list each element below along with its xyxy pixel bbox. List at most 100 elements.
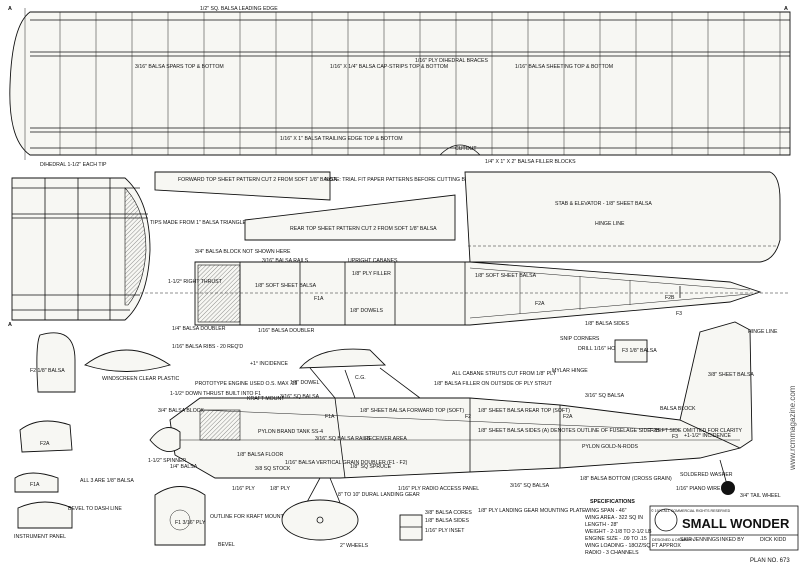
- instrument-panel-label: INSTRUMENT PANEL: [14, 534, 66, 540]
- wing-section-mark: A: [8, 6, 12, 12]
- ply-inset-label: 1/16" PLY INSET: [425, 528, 465, 534]
- part-f3-label: F3 1/8" BALSA: [622, 348, 657, 354]
- sheeting-label: 1/16" BALSA SHEETING TOP & BOTTOM: [515, 64, 613, 70]
- specifications: SPECIFICATIONS WING SPAN - 46" WING AREA…: [585, 499, 681, 556]
- tail-wheel-label: 3/4" TAIL WHEEL: [740, 493, 781, 499]
- stab-label: STAB & ELEVATOR - 1/8" SHEET BALSA: [555, 201, 652, 207]
- doubler-label: 1/4" BALSA DOUBLER: [172, 326, 226, 332]
- cg-label: C.G.: [355, 375, 366, 381]
- rear-top-pattern-label: REAR TOP SHEET PATTERN CUT 2 FROM SOFT 1…: [290, 226, 437, 232]
- sq-balsa-rails-label: 3/16" SQ BALSA RAILS: [315, 436, 371, 442]
- bevel-dash-label: BEVEL TO DASH LINE: [68, 506, 122, 512]
- designed-label: DESIGNED & DRAWN BY: [652, 538, 695, 542]
- stock-label: 3/8 SQ STOCK: [255, 466, 291, 472]
- filler-blocks-label: 1/4" X 1" X 2" BALSA FILLER BLOCKS: [485, 159, 576, 165]
- down-thrust-label: 1-1/2° DOWN THRUST BUILT INTO F1: [170, 391, 261, 397]
- outline-kraft-label: OUTLINE FOR KRAFT MOUNT: [210, 514, 285, 520]
- ply-18-label: 1/8" PLY: [270, 486, 290, 492]
- tail-incidence-label: +1-1/2° INCIDENCE: [684, 433, 731, 439]
- tip-section-mark: A: [8, 322, 12, 328]
- balsa-14-label: 1/4" BALSA: [170, 464, 198, 470]
- designer-name: SKIP JENNINGS: [680, 537, 720, 543]
- small-parts: F2 1/8" BALSA WINDSCREEN CLEAR PLASTIC F…: [14, 332, 657, 548]
- watermark-text: www.rcmmagazine.com: [788, 385, 797, 471]
- tips-label: TIPS MADE FROM 1" BALSA TRIANGLE STOCK &…: [150, 220, 311, 226]
- title-block: © 1976 ALL COMMERCIAL RIGHTS RESERVED SM…: [649, 505, 799, 564]
- part-f2-label: F2 1/8" BALSA: [30, 368, 65, 374]
- trial-fit-note: NOTE: TRIAL FIT PAPER PATTERNS BEFORE CU…: [325, 177, 530, 183]
- receiver-label: RECEIVER AREA: [365, 436, 407, 442]
- right-thrust-label: 1-1/2° RIGHT THRUST: [168, 279, 223, 285]
- copyright-label: © 1976 ALL COMMERCIAL RIGHTS RESERVED: [651, 509, 731, 513]
- trailing-edge-label: 1/16" X 1" BALSA TRAILING EDGE TOP & BOT…: [280, 136, 403, 142]
- wing-plan: A A 1/2" SQ. BALSA LEADING EDGE 3/16" BA…: [8, 6, 791, 168]
- spars-label: 3/16" BALSA SPARS TOP & BOTTOM: [135, 64, 224, 70]
- spruce-label: 1/8" SQ SPRUCE: [350, 464, 392, 470]
- plan-number: PLAN NO. 673: [750, 558, 790, 564]
- spec-line: WING SPAN - 46": [585, 508, 627, 514]
- floor-label: 1/8" BALSA FLOOR: [237, 452, 283, 458]
- mounting-plate-label: 1/8" PLY LANDING GEAR MOUNTING PLATE: [478, 508, 586, 514]
- gear-parts: 3/8" BALSA CORES 1/8" BALSA SIDES 1/16" …: [399, 508, 586, 541]
- side-rails-label: 3/16" SQ BALSA: [280, 394, 320, 400]
- gear-label: 8" TO 10" DURAL LANDING GEAR: [338, 492, 420, 498]
- ribs-label: 1/16" BALSA RIBS - 20 REQ'D: [172, 344, 243, 350]
- sheet-patterns: FORWARD TOP SHEET PATTERN CUT 2 FROM SOF…: [154, 171, 530, 241]
- spec-line: LENGTH - 28": [585, 522, 618, 528]
- specs-heading: SPECIFICATIONS: [590, 499, 635, 505]
- spec-line: WEIGHT - 2-1/8 TO 2-1/2 LB: [585, 529, 652, 535]
- upright-cabanes-label: UPRIGHT CABANES: [348, 258, 398, 264]
- fuselage-side-view: PROTOTYPE ENGINE USED O.S. MAX .15 1-1/2…: [148, 321, 781, 549]
- dihedral-tip-label: DIHEDRAL 1-1/2" EACH TIP: [40, 162, 107, 168]
- side-f2a-label: F2A: [563, 414, 573, 420]
- side-f2-label: F2: [465, 414, 471, 420]
- inked-label: INKED BY: [720, 537, 745, 543]
- top-rails-label: 3/16" BALSA RAILS: [262, 258, 309, 264]
- part-f1a-label: F1A: [30, 482, 40, 488]
- gear-sides-label: 1/8" BALSA SIDES: [425, 518, 469, 524]
- dowels-label: 1/8" DOWELS: [350, 308, 384, 314]
- cabane-struts-label: ALL CABANE STRUTS CUT FROM 1/8" PLY: [452, 371, 557, 377]
- top-f1a-label: F1A: [314, 296, 324, 302]
- side-block-label: 3/4" BALSA BLOCK: [158, 408, 204, 414]
- wing-tip-panel: TIPS MADE FROM 1" BALSA TRIANGLE STOCK &…: [8, 177, 311, 328]
- filler-label: 1/8" BALSA FILLER ON OUTSIDE OF PLY STRU…: [434, 381, 553, 387]
- ply-filler-label: 1/8" PLY FILLER: [352, 271, 391, 277]
- piano-wire-label: 1/16" PIANO WIRE: [676, 486, 721, 492]
- rcm-logo-icon: [654, 508, 678, 532]
- sheet-38-label: 3/8" SHEET BALSA: [708, 372, 754, 378]
- windscreen-label: WINDSCREEN CLEAR PLASTIC: [102, 376, 180, 382]
- snip-corners-label: SNIP CORNERS: [560, 336, 600, 342]
- side-f2b-label: F2B: [650, 428, 660, 434]
- top-f2b-label: F2B: [665, 295, 675, 301]
- part-f2a-label: F2A: [40, 441, 50, 447]
- bevel-label: BEVEL: [218, 542, 235, 548]
- side-f3-label: F3: [672, 434, 678, 440]
- top-f3-label: F3: [676, 311, 682, 317]
- spinner-label: 1-1/2" SPINNER: [148, 458, 186, 464]
- part-f1-label: F1 3/16" PLY: [175, 520, 206, 526]
- leading-edge-label: 1/2" SQ. BALSA LEADING EDGE: [200, 6, 278, 12]
- bottom-label: 1/8" BALSA BOTTOM (CROSS GRAIN): [580, 476, 672, 482]
- stab-hinge-label: HINGE LINE: [595, 221, 625, 227]
- ply-116-label: 1/16" PLY: [232, 486, 255, 492]
- cutout-label: CUTOUT: [455, 146, 477, 152]
- top-f2a-label: F2A: [535, 301, 545, 307]
- kraft-mount-label: KRAFT MOUNT: [247, 396, 285, 402]
- prototype-engine-label: PROTOTYPE ENGINE USED O.S. MAX .15: [195, 381, 297, 387]
- plan-title: SMALL WONDER: [682, 516, 790, 531]
- fuselage-top-view: 3/4" BALSA BLOCK NOT SHOWN HERE 3/16" BA…: [140, 249, 790, 350]
- top-soft-sheet-label: 1/8" SOFT SHEET BALSA: [255, 283, 317, 289]
- wheels-label: 2" WHEELS: [340, 543, 369, 549]
- doubler-vert-label: 1/16" BALSA VERTICAL GRAIN DOUBLER (F1 -…: [285, 460, 408, 466]
- spec-line: WING AREA - 322 SQ IN: [585, 515, 643, 521]
- dowel-label: 1/8" DOWEL: [290, 380, 320, 386]
- radio-access-label: 1/16" PLY RADIO ACCESS PANEL: [398, 486, 479, 492]
- balsa-block-label: 3/4" BALSA BLOCK NOT SHOWN HERE: [195, 249, 291, 255]
- cap-strips-label: 1/16" X 1/4" BALSA CAP-STRIPS TOP & BOTT…: [330, 64, 448, 70]
- sheet-soft-label: 1/8" SHEET BALSA FORWARD TOP (SOFT): [360, 408, 464, 414]
- incidence-label: +1° INCIDENCE: [250, 361, 289, 367]
- spec-line: ENGINE SIZE - .09 TO .15: [585, 536, 647, 542]
- spec-line: RADIO - 3 CHANNELS: [585, 550, 639, 556]
